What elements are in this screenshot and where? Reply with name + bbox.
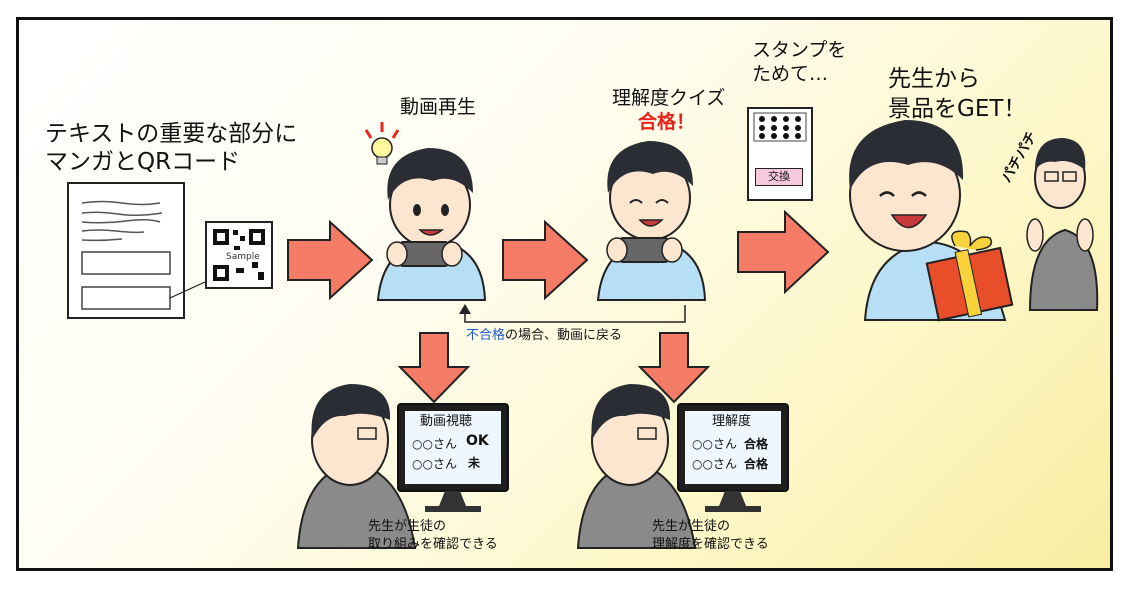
student-watching-video bbox=[376, 148, 487, 301]
document-page-icon bbox=[67, 182, 206, 319]
monitor-right-caption1: 先生が生徒の bbox=[652, 519, 731, 534]
monitor-right-caption2: 理解度を確認できる bbox=[652, 537, 769, 552]
monitor-right bbox=[677, 403, 789, 512]
step1-line2: マンガとQRコード bbox=[45, 149, 241, 175]
teacher-at-monitor-right bbox=[576, 384, 697, 549]
monitor-right-row2-name: ○○さん bbox=[692, 457, 737, 471]
monitor-left-row1-status: OK bbox=[466, 433, 489, 449]
arrow-down-2 bbox=[637, 332, 711, 404]
exchange-button: 交換 bbox=[755, 168, 803, 186]
monitor-right-row1-status: 合格 bbox=[744, 437, 769, 451]
arrow-right-1 bbox=[287, 219, 374, 301]
student-taking-quiz bbox=[596, 141, 707, 301]
loop-rest: の場合、動画に戻る bbox=[505, 328, 623, 343]
monitor-left-caption2: 取り組みを確認できる bbox=[368, 537, 498, 552]
step3-result: 合格！ bbox=[638, 111, 696, 133]
fail-word: 不合格 bbox=[466, 328, 506, 343]
monitor-left-row1-name: ○○さん bbox=[412, 437, 457, 451]
loop-caption: 不合格の場合、動画に戻る bbox=[466, 327, 622, 344]
monitor-left bbox=[397, 403, 509, 512]
qr-sample-label: Sample bbox=[226, 252, 260, 262]
monitor-left-row2-status: 未 bbox=[468, 456, 481, 470]
loop-back-arrow bbox=[459, 304, 686, 323]
step2-title: 動画再生 bbox=[400, 96, 477, 118]
teacher-at-monitor-left bbox=[296, 384, 417, 549]
monitor-right-title: 理解度 bbox=[712, 414, 752, 429]
monitor-right-row1-name: ○○さん bbox=[692, 437, 737, 451]
arrow-right-3 bbox=[737, 209, 830, 295]
qr-code-icon bbox=[205, 221, 273, 289]
monitor-left-caption1: 先生が生徒の bbox=[368, 519, 447, 534]
arrow-right-2 bbox=[502, 219, 589, 301]
step5-line1: 先生から bbox=[888, 66, 980, 92]
monitor-left-title: 動画視聴 bbox=[420, 414, 473, 429]
step5-line2: 景品をGET！ bbox=[888, 96, 1027, 122]
monitor-right-row2-status: 合格 bbox=[744, 457, 769, 471]
step3-title: 理解度クイズ bbox=[612, 87, 726, 109]
monitor-left-row2-name: ○○さん bbox=[412, 457, 457, 471]
step1-line1: テキストの重要な部分に bbox=[45, 121, 298, 147]
gift-box-icon bbox=[925, 230, 1014, 322]
teacher-clapping bbox=[1026, 138, 1099, 311]
stamp-card bbox=[747, 107, 813, 201]
step4-line2: ためて… bbox=[752, 63, 829, 85]
arrow-down-1 bbox=[397, 332, 471, 404]
step4-line1: スタンプを bbox=[752, 39, 847, 61]
lightbulb-icon bbox=[364, 122, 400, 165]
